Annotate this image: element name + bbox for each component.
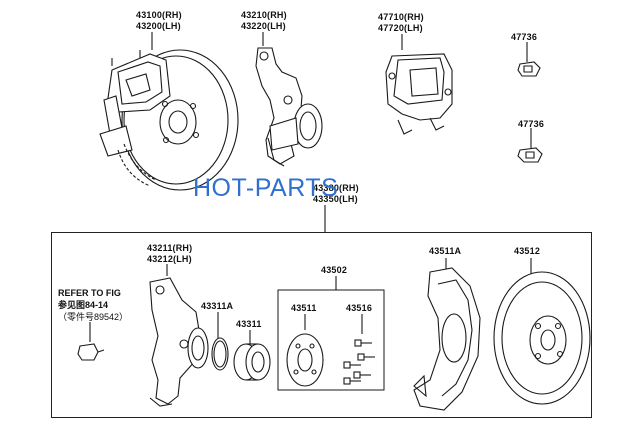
disc-drawing (493, 258, 591, 405)
part-number-43200: 43200(LH) (136, 21, 181, 31)
clip-drawing-a (517, 42, 541, 77)
part-number-47736-a: 47736 (511, 32, 538, 42)
part-number-43380: 43380(RH) (313, 183, 359, 193)
clip-drawing-b (517, 128, 543, 163)
hub-assembly-frame (51, 232, 592, 418)
part-number-43512: 43512 (514, 246, 541, 256)
part-number-43502: 43502 (321, 265, 348, 275)
refer-part-cn: （零件号89542） (58, 312, 129, 322)
part-number-43100: 43100(RH) (136, 10, 182, 20)
dust-cover-drawing (413, 258, 481, 411)
knuckle-drawing (149, 264, 209, 407)
hub-group-drawing (277, 276, 385, 391)
part-number-47736-b: 47736 (518, 119, 545, 129)
part-number-43350: 43350(LH) (313, 194, 358, 204)
part-number-43311a: 43311A (201, 301, 234, 311)
part-number-43311: 43311 (236, 319, 262, 329)
refer-figure-cn: 参见图84-14 (58, 300, 109, 310)
part-number-43220: 43220(LH) (241, 21, 286, 31)
watermark: HOT-PARTS (193, 174, 339, 202)
bearing-drawing (233, 330, 271, 381)
snap-ring-drawing (211, 312, 229, 371)
part-number-43212: 43212(LH) (147, 254, 192, 264)
part-number-47720: 47720(LH) (378, 23, 423, 33)
bolt-set (343, 339, 375, 385)
caliper-drawing (385, 34, 453, 135)
part-number-47710: 47710(RH) (378, 12, 424, 22)
part-number-43511a: 43511A (429, 246, 462, 256)
knuckle-assembly-drawing (255, 32, 323, 167)
refer-to-fig-label: REFER TO FIG (58, 288, 121, 298)
part-number-43210: 43210(RH) (241, 10, 287, 20)
part-number-43511: 43511 (291, 303, 317, 313)
part-number-43211: 43211(RH) (147, 243, 193, 253)
part-number-43516: 43516 (346, 303, 373, 313)
sensor-drawing (77, 322, 105, 361)
caliper-disc-assembly-drawing (99, 32, 239, 191)
